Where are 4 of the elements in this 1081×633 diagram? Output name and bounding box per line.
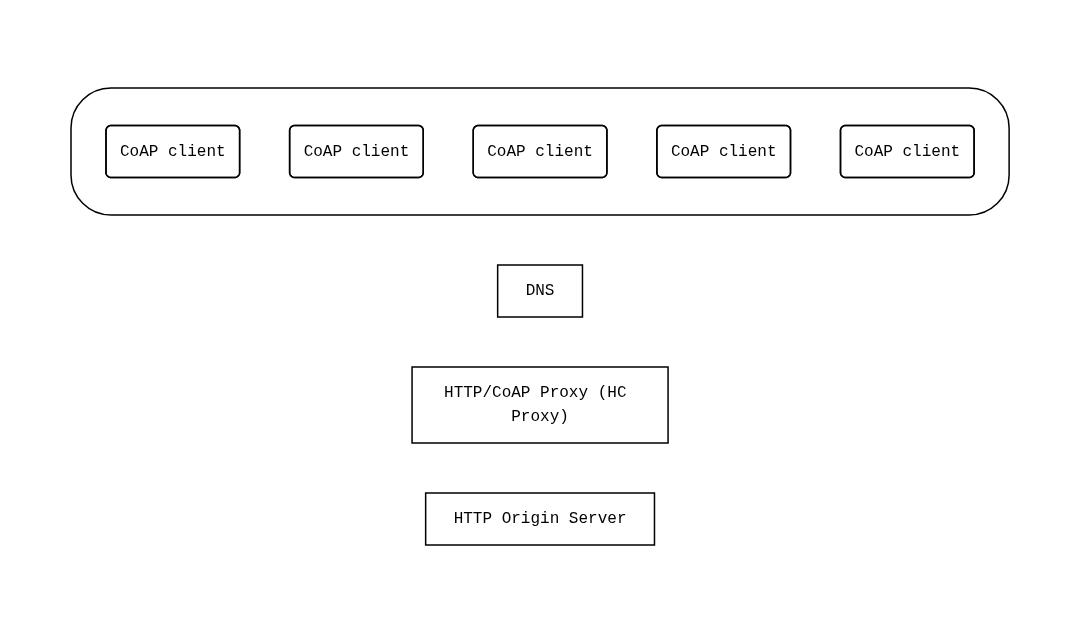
cluster bbox=[70, 87, 1011, 216]
node-box: HTTP Origin Server bbox=[425, 492, 656, 546]
node-box: HTTP/CoAP Proxy (HC Proxy) bbox=[411, 366, 670, 444]
node-box: DNS bbox=[497, 264, 584, 318]
